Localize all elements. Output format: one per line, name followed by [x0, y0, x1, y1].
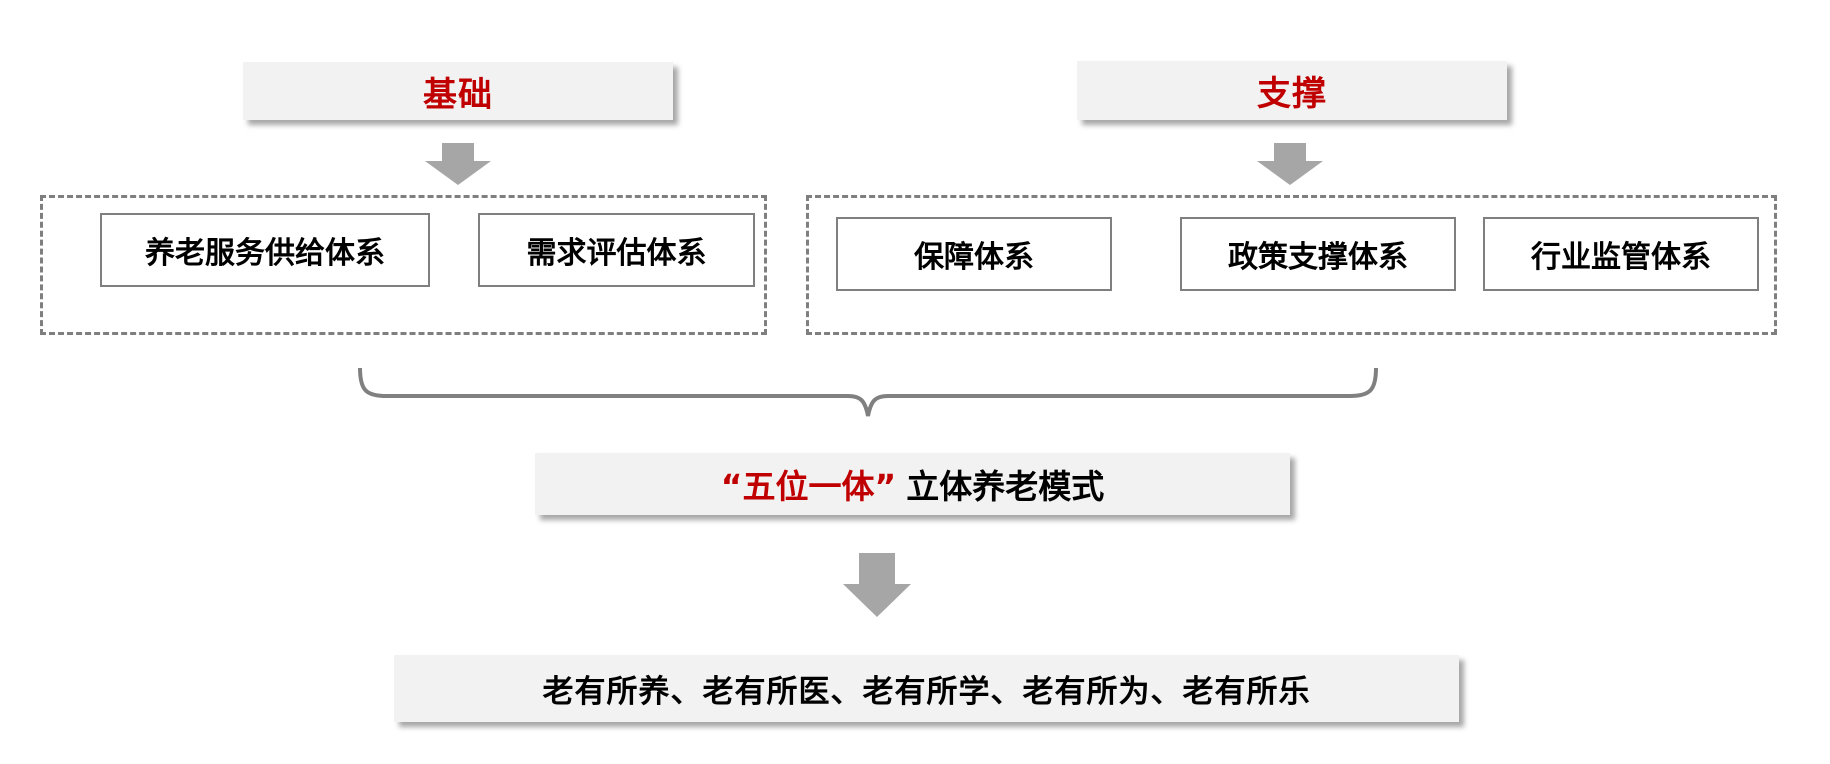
- system-box-label: 政策支撑体系: [1228, 240, 1408, 275]
- system-box-security: 保障体系: [836, 217, 1112, 291]
- support-group-container: [806, 195, 1777, 335]
- system-box-label: 养老服务供给体系: [145, 236, 385, 271]
- system-box-needs-assessment: 需求评估体系: [478, 213, 755, 287]
- foundation-header-label: 基础: [423, 74, 493, 115]
- five-in-one-rest: 立体养老模式: [906, 467, 1105, 506]
- five-in-one-highlight: “五位一体”: [720, 467, 897, 506]
- down-arrow-icon: [843, 553, 911, 617]
- curly-brace-icon: [358, 362, 1378, 422]
- five-in-one-mode-box: “五位一体” 立体养老模式: [535, 453, 1290, 515]
- down-arrow-icon: [425, 143, 491, 185]
- system-box-policy-support: 政策支撑体系: [1180, 217, 1456, 291]
- system-box-label: 行业监管体系: [1531, 240, 1711, 275]
- system-box-elder-service-supply: 养老服务供给体系: [100, 213, 430, 287]
- system-box-label: 保障体系: [914, 240, 1034, 275]
- support-header-label: 支撑: [1257, 74, 1327, 114]
- foundation-header: 基础: [243, 62, 673, 120]
- support-header: 支撑: [1077, 61, 1507, 120]
- down-arrow-icon: [1257, 143, 1323, 185]
- outcome-bar: 老有所养、老有所医、老有所学、老有所为、老有所乐: [394, 655, 1459, 722]
- system-box-industry-regulation: 行业监管体系: [1483, 217, 1759, 291]
- system-box-label: 需求评估体系: [526, 236, 707, 271]
- foundation-group-container: [40, 195, 767, 335]
- outcome-bar-label: 老有所养、老有所医、老有所学、老有所为、老有所乐: [542, 674, 1311, 710]
